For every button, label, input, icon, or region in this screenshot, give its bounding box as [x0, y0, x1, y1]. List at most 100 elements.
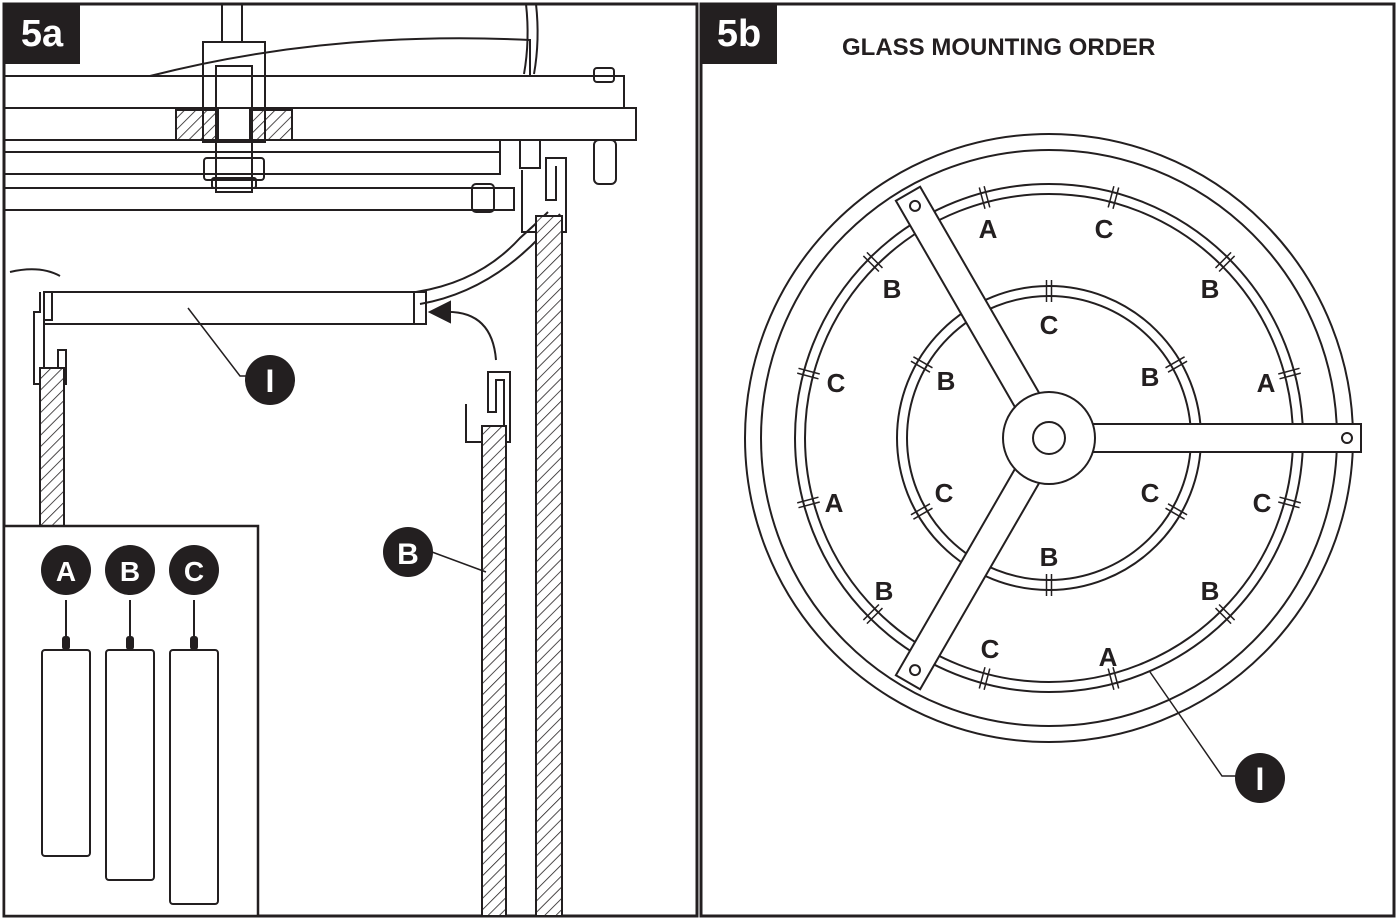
outer-ring-hook-tick: [866, 607, 884, 625]
outer-ring-hook-tick: [1278, 367, 1300, 375]
panel-5b: [699, 2, 1396, 918]
legend-badge-c: C: [184, 556, 204, 587]
panel-5a: [2, 2, 699, 918]
center-hub: [1002, 391, 1096, 485]
top-plate: [3, 75, 625, 109]
middle-glass-strip: [481, 425, 507, 917]
inner-ring-labels: C B C B C B: [935, 310, 1160, 572]
outer-ring-hook-tick: [1214, 251, 1232, 269]
inner-ring-hook-tick: [910, 503, 931, 516]
outer-ring-labels: A C B A C B A C B C A B: [825, 214, 1276, 672]
outer-label-5: C: [1253, 488, 1272, 518]
outer-ring-hook-tick: [1279, 372, 1301, 380]
arm-bottom-left: [894, 460, 1045, 691]
inner-label-6: B: [937, 366, 956, 396]
inner-label-2: B: [1141, 362, 1160, 392]
outer-ring-hook-tick: [798, 367, 820, 375]
arm-top-left: [894, 185, 1045, 416]
outer-ring-hook-tick: [1278, 501, 1300, 509]
panel-tag-5b: 5b: [701, 4, 777, 64]
outer-label-4: A: [1257, 368, 1276, 398]
callout-ring-bg: [245, 355, 295, 405]
panel-5b-frame: [699, 2, 1396, 918]
outer-ring-hook-tick: [797, 496, 819, 504]
legend-glass-c: [169, 649, 219, 905]
inner-ring-hook-tick: [913, 507, 933, 520]
panel-tag-5a: 5a: [4, 4, 80, 64]
right-glass-strip: [535, 215, 563, 917]
callout-ring-5b-bg: [1235, 753, 1285, 803]
bolt: [593, 139, 617, 185]
threaded-rod: [215, 65, 253, 193]
outer-label-6: B: [1201, 576, 1220, 606]
outer-ring-hook-tick: [1218, 255, 1236, 273]
outer-ring-hook-tick: [1218, 603, 1236, 621]
panel-5a-frame: [2, 2, 699, 918]
ring-arc: [9, 211, 549, 293]
outer-label-11: A: [825, 488, 844, 518]
arm-right: [1084, 423, 1362, 453]
insert-arrow: [443, 310, 497, 361]
ring-leader: [187, 307, 252, 377]
outer-label-9: B: [875, 576, 894, 606]
canopy: [149, 37, 531, 77]
legend-badge-b: B: [120, 556, 140, 587]
ring-tube: [43, 291, 427, 325]
outer-label-2: C: [1095, 214, 1114, 244]
inner-label-3: C: [1141, 478, 1160, 508]
bolt-small: [471, 183, 495, 213]
inner-label-5: C: [935, 478, 954, 508]
inner-ring-hook-tick: [910, 360, 931, 373]
legend-glass-b: [105, 649, 155, 881]
inner-ring-hook-tick: [1165, 356, 1185, 369]
inner-ring-hook-tick: [913, 356, 933, 369]
outer-ring-hook-tick: [1112, 187, 1120, 209]
callout-glass-bg: [383, 527, 433, 577]
outer-ring-hook-tick: [1107, 186, 1115, 208]
left-hook: [33, 292, 67, 385]
callout-glass: B: [397, 538, 419, 571]
legend-badge-c-bg: [169, 545, 219, 595]
inner-ring-hook-tick: [1167, 503, 1188, 516]
outer-ring-hook-tick: [797, 372, 819, 380]
left-glass-strip: [39, 367, 65, 529]
outer-ring-hook-tick: [866, 251, 884, 269]
insert-arrow-head: [427, 300, 451, 324]
threaded-rod-housing: [202, 41, 266, 143]
outer-label-7: A: [1099, 642, 1118, 672]
outer-label-1: A: [979, 214, 998, 244]
support-rail-3: [3, 187, 515, 211]
legend-badge-b-bg: [105, 545, 155, 595]
outer-ring-hook-tick: [862, 603, 880, 621]
support-rail-2: [3, 151, 501, 175]
inner-ring-hook-tick: [1167, 360, 1188, 373]
outer-label-3: B: [1201, 274, 1220, 304]
diagram-title: GLASS MOUNTING ORDER: [842, 34, 1156, 61]
inner-ring-hook-tick: [1165, 507, 1185, 520]
outer-ring-hook-tick: [978, 667, 986, 689]
right-hook: [521, 157, 567, 233]
outer-ring-hook-tick: [1112, 667, 1120, 689]
outer-ring-hook-tick: [978, 187, 986, 209]
hatched-spacer-right: [249, 109, 293, 141]
callout-ring-5b: I: [1256, 761, 1265, 797]
screw-top: [593, 67, 615, 83]
inner-label-1: C: [1040, 310, 1059, 340]
outer-ring-hook-tick: [1214, 607, 1232, 625]
ring-leader-5b: [1149, 671, 1236, 777]
hook-ticks: [797, 186, 1301, 690]
outer-label-12: B: [883, 274, 902, 304]
outer-ring-hook-tick: [1107, 668, 1115, 690]
inner-label-4: B: [1040, 542, 1059, 572]
outer-label-8: C: [981, 634, 1000, 664]
side-bracket: [519, 140, 541, 169]
callout-ring: I: [266, 363, 275, 399]
center-hole: [1032, 421, 1066, 455]
outer-label-10: C: [827, 368, 846, 398]
legend-badge-a-bg: [41, 545, 91, 595]
legend-glass-a: [41, 649, 91, 857]
hex-nut: [203, 157, 265, 181]
mounting-bar: [3, 107, 637, 141]
outer-ring-hook-tick: [983, 668, 991, 690]
